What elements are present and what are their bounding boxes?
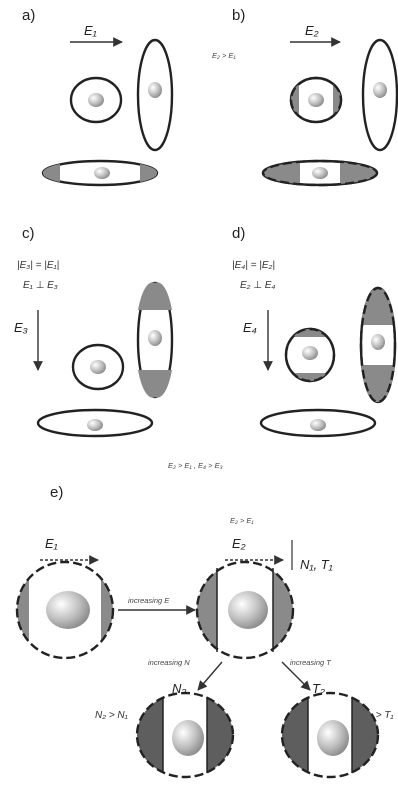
nucleus (310, 419, 326, 431)
panel-b-label: b) (232, 7, 245, 24)
params-n1-t1: N₁, T₁ (300, 557, 333, 572)
pore-region-bottom (138, 370, 172, 398)
nucleus (371, 334, 385, 350)
cell-e1 (15, 560, 115, 660)
cell-t2 (282, 690, 378, 780)
nucleus (308, 93, 324, 107)
nucleus (302, 346, 318, 360)
cd-footer-condition: E₂ > E₁ , E₄ > E₃ (168, 461, 223, 470)
field-e4-label: E₄ (243, 320, 257, 335)
field-e1-label: E₁ (84, 23, 97, 38)
nucleus (148, 330, 162, 346)
panel-a: a) E₁ (22, 7, 172, 185)
condition-c2: E₁ ⊥ E₃ (23, 280, 58, 291)
nucleus (90, 360, 106, 374)
nucleus (88, 93, 104, 107)
pore-region-left (282, 690, 308, 780)
field-e1-label: E₁ (45, 536, 58, 551)
nucleus (373, 82, 387, 98)
field-e3-label: E₃ (14, 320, 28, 335)
pore-region-left (43, 164, 60, 182)
panel-a-label: a) (22, 7, 35, 24)
panel-c-label: c) (22, 225, 35, 242)
cell-e2 (195, 560, 295, 660)
n-condition: N₂ > N₁ (95, 710, 128, 721)
field-e2-label: E₂ (232, 536, 246, 551)
pore-region-right (352, 690, 378, 780)
panel-c: c) |E₃| = |E₁| E₁ ⊥ E₃ E₃ (14, 225, 172, 436)
panel-e: e) E₁ E₂ > E₁ E₂ N₁, T₁ increasing E (15, 484, 394, 780)
increasing-t-label: increasing T (290, 658, 332, 667)
nucleus (312, 167, 328, 179)
pore-region-right (140, 164, 157, 182)
condition-d1: |E₄| = |E₂| (232, 260, 275, 271)
nucleus (228, 591, 268, 629)
condition-e: E₂ > E₁ (230, 516, 254, 525)
nucleus (94, 167, 110, 179)
pore-region-right (207, 690, 233, 780)
increasing-n-label: increasing N (148, 658, 190, 667)
panel-e-label: e) (50, 484, 63, 501)
nucleus (87, 419, 103, 431)
condition-b: E₂ > E₁ (212, 51, 236, 60)
panel-b: b) E₂ E₂ > E₁ (212, 7, 397, 185)
increasing-n-arrow (198, 662, 222, 690)
nucleus (46, 591, 90, 629)
pore-region-top (138, 282, 172, 310)
pore-region-left (137, 690, 163, 780)
increasing-e-label: increasing E (128, 596, 170, 605)
panel-d-label: d) (232, 225, 245, 242)
condition-d2: E₂ ⊥ E₄ (240, 280, 275, 291)
nucleus (148, 82, 162, 98)
nucleus (172, 720, 204, 756)
nucleus (317, 720, 349, 756)
cell-n2 (137, 690, 233, 780)
panel-d: d) |E₄| = |E₂| E₂ ⊥ E₄ E₄ (232, 225, 395, 436)
field-e2-label: E₂ (305, 23, 319, 38)
condition-c1: |E₃| = |E₁| (17, 260, 59, 271)
